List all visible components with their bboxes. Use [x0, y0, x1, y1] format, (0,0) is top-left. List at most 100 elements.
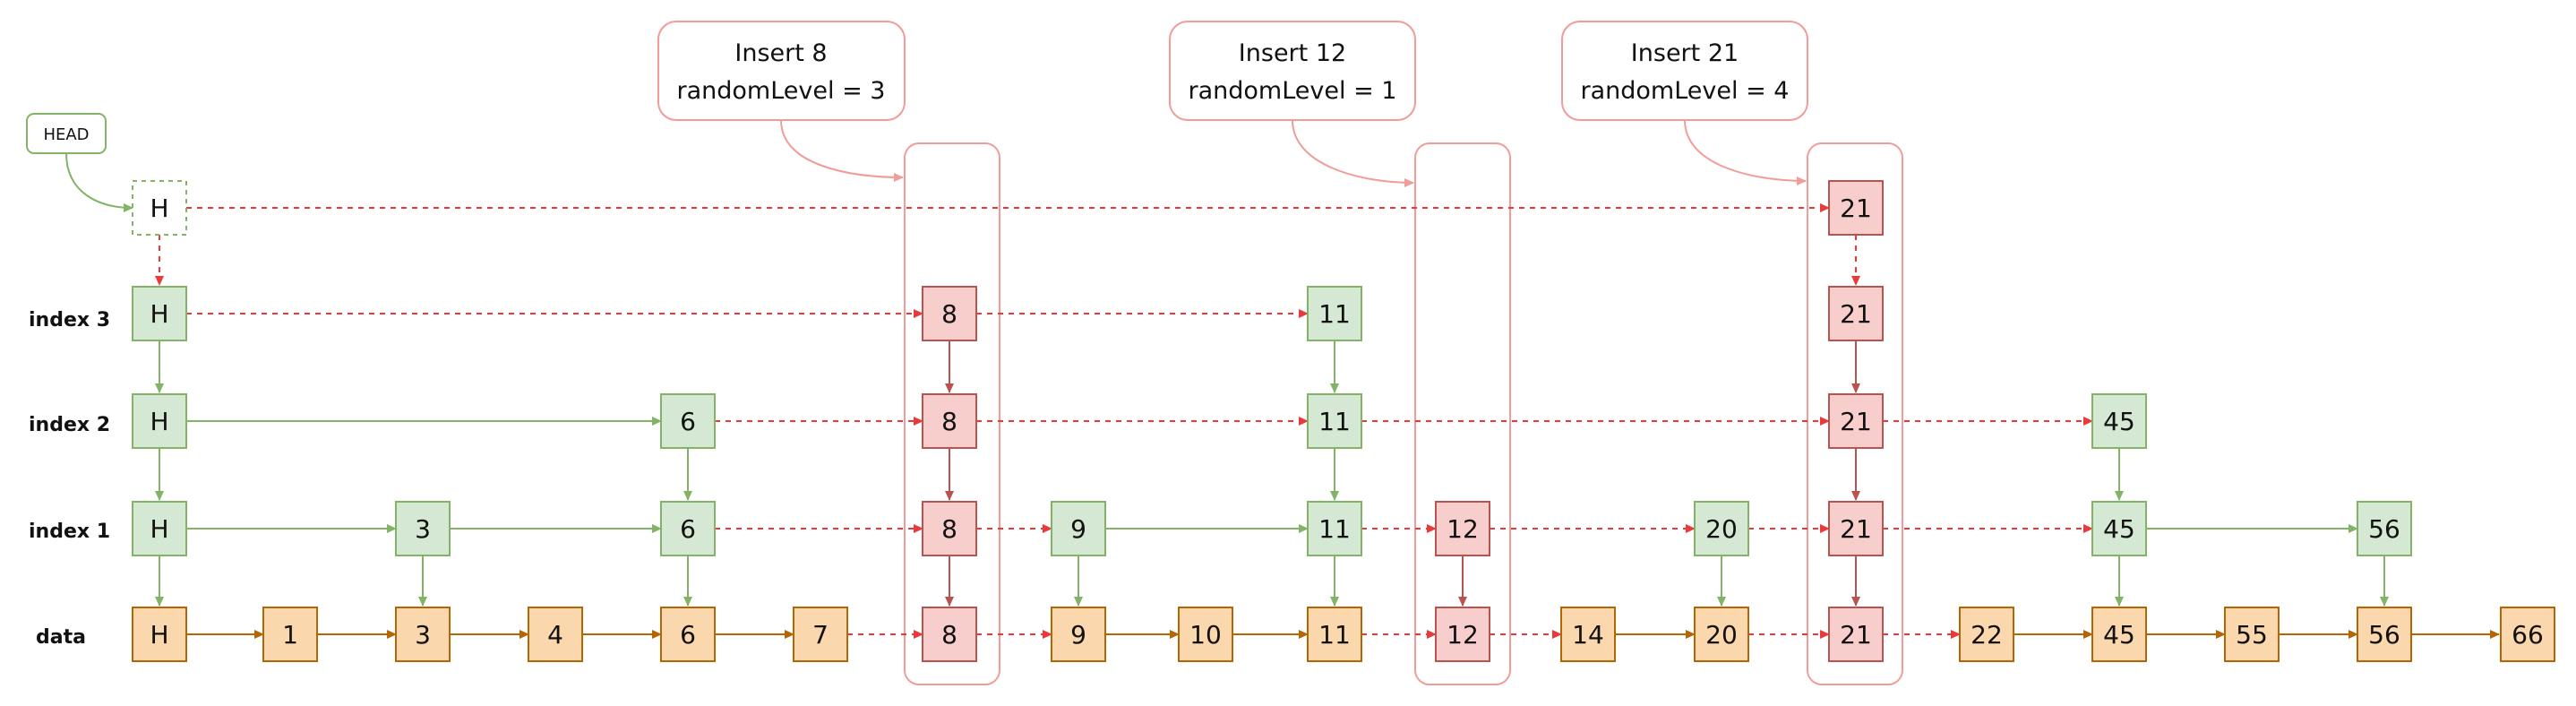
node-data-3: 3 [395, 607, 451, 662]
node-index2-45: 45 [2091, 393, 2147, 449]
svg-text:11: 11 [1318, 299, 1351, 329]
node-top-head: H [132, 180, 187, 236]
svg-text:20: 20 [1705, 514, 1738, 544]
node-index2-head: H [132, 393, 187, 449]
node-data-10: 10 [1178, 607, 1233, 662]
svg-text:8: 8 [941, 407, 957, 436]
svg-text:10: 10 [1189, 620, 1222, 650]
svg-text:21: 21 [1840, 514, 1872, 544]
node-data-8: 8 [922, 607, 977, 662]
svg-text:12: 12 [1447, 620, 1479, 650]
svg-text:8: 8 [941, 620, 957, 650]
node-index1-56: 56 [2357, 501, 2412, 556]
node-index2-6: 6 [660, 393, 716, 449]
svg-text:6: 6 [680, 620, 696, 650]
node-data-22: 22 [1959, 607, 2014, 662]
svg-text:6: 6 [680, 407, 696, 436]
node-data-6: 6 [660, 607, 716, 662]
note-insert-12: Insert 12 randomLevel = 1 [1169, 21, 1416, 187]
note-insert-8: Insert 8 randomLevel = 3 [657, 21, 906, 182]
node-data-11: 11 [1307, 607, 1362, 662]
svg-text:11: 11 [1318, 620, 1351, 650]
node-index3-11: 11 [1307, 286, 1362, 341]
node-index3-21: 21 [1828, 286, 1884, 341]
insert-12-highlight [1414, 142, 1511, 685]
note-subtitle: randomLevel = 4 [1581, 77, 1790, 105]
node-data-45: 45 [2091, 607, 2147, 662]
node-index1-21: 21 [1828, 501, 1884, 556]
note-insert-21: Insert 21 randomLevel = 4 [1561, 21, 1808, 185]
node-index2-21: 21 [1828, 393, 1884, 449]
svg-text:9: 9 [1070, 514, 1086, 544]
note-title: Insert 8 [734, 39, 827, 67]
svg-text:9: 9 [1070, 620, 1086, 650]
node-index3-head: H [132, 286, 187, 341]
node-index3-8: 8 [922, 286, 977, 341]
svg-text:6: 6 [680, 514, 696, 544]
row-label-index-1: index 1 [29, 521, 110, 543]
svg-text:H: H [150, 620, 168, 650]
svg-text:11: 11 [1318, 514, 1351, 544]
node-data-14: 14 [1560, 607, 1616, 662]
node-data-56: 56 [2357, 607, 2412, 662]
svg-text:4: 4 [547, 620, 563, 650]
svg-text:45: 45 [2103, 514, 2135, 544]
svg-text:55: 55 [2236, 620, 2268, 650]
node-data-12: 12 [1435, 607, 1490, 662]
node-data-55: 55 [2224, 607, 2280, 662]
node-top-21: 21 [1828, 180, 1884, 236]
node-index1-20: 20 [1694, 501, 1749, 556]
node-index1-12: 12 [1435, 501, 1490, 556]
svg-text:1: 1 [282, 620, 298, 650]
svg-text:45: 45 [2103, 407, 2135, 436]
svg-text:8: 8 [941, 514, 957, 544]
node-index1-9: 9 [1051, 501, 1106, 556]
svg-text:7: 7 [812, 620, 829, 650]
svg-text:45: 45 [2103, 620, 2135, 650]
svg-text:H: H [150, 407, 168, 436]
node-index1-45: 45 [2091, 501, 2147, 556]
svg-text:56: 56 [2368, 620, 2400, 650]
node-data-7: 7 [793, 607, 848, 662]
svg-text:H: H [150, 194, 168, 223]
svg-text:22: 22 [1971, 620, 2003, 650]
node-index1-head: H [132, 501, 187, 556]
node-data-head: H [132, 607, 187, 662]
node-data-4: 4 [528, 607, 583, 662]
svg-text:3: 3 [415, 620, 431, 650]
head-label: HEAD [43, 125, 89, 144]
node-data-66: 66 [2500, 607, 2555, 662]
svg-text:14: 14 [1572, 620, 1604, 650]
node-index1-8: 8 [922, 501, 977, 556]
svg-text:20: 20 [1705, 620, 1738, 650]
head-pointer: HEAD [26, 113, 133, 212]
node-index2-11: 11 [1307, 393, 1362, 449]
svg-text:21: 21 [1840, 194, 1872, 223]
note-subtitle: randomLevel = 3 [677, 77, 886, 105]
node-index1-11: 11 [1307, 501, 1362, 556]
svg-text:11: 11 [1318, 407, 1351, 436]
svg-text:8: 8 [941, 299, 957, 329]
insert-8-highlight [904, 142, 1000, 685]
note-title: Insert 21 [1631, 39, 1739, 67]
svg-text:56: 56 [2368, 514, 2400, 544]
svg-text:66: 66 [2512, 620, 2544, 650]
svg-text:21: 21 [1840, 407, 1872, 436]
node-data-9: 9 [1051, 607, 1106, 662]
row-label-index-3: index 3 [29, 309, 110, 331]
row-label-data: data [36, 626, 86, 649]
note-title: Insert 12 [1239, 39, 1346, 67]
note-subtitle: randomLevel = 1 [1189, 77, 1397, 105]
svg-text:3: 3 [415, 514, 431, 544]
svg-text:21: 21 [1840, 620, 1872, 650]
node-index1-3: 3 [395, 501, 451, 556]
row-label-index-2: index 2 [29, 414, 110, 436]
svg-text:H: H [150, 299, 168, 329]
svg-text:21: 21 [1840, 299, 1872, 329]
svg-text:H: H [150, 514, 168, 544]
node-index2-8: 8 [922, 393, 977, 449]
node-data-1: 1 [262, 607, 318, 662]
svg-text:12: 12 [1447, 514, 1479, 544]
node-data-21: 21 [1828, 607, 1884, 662]
